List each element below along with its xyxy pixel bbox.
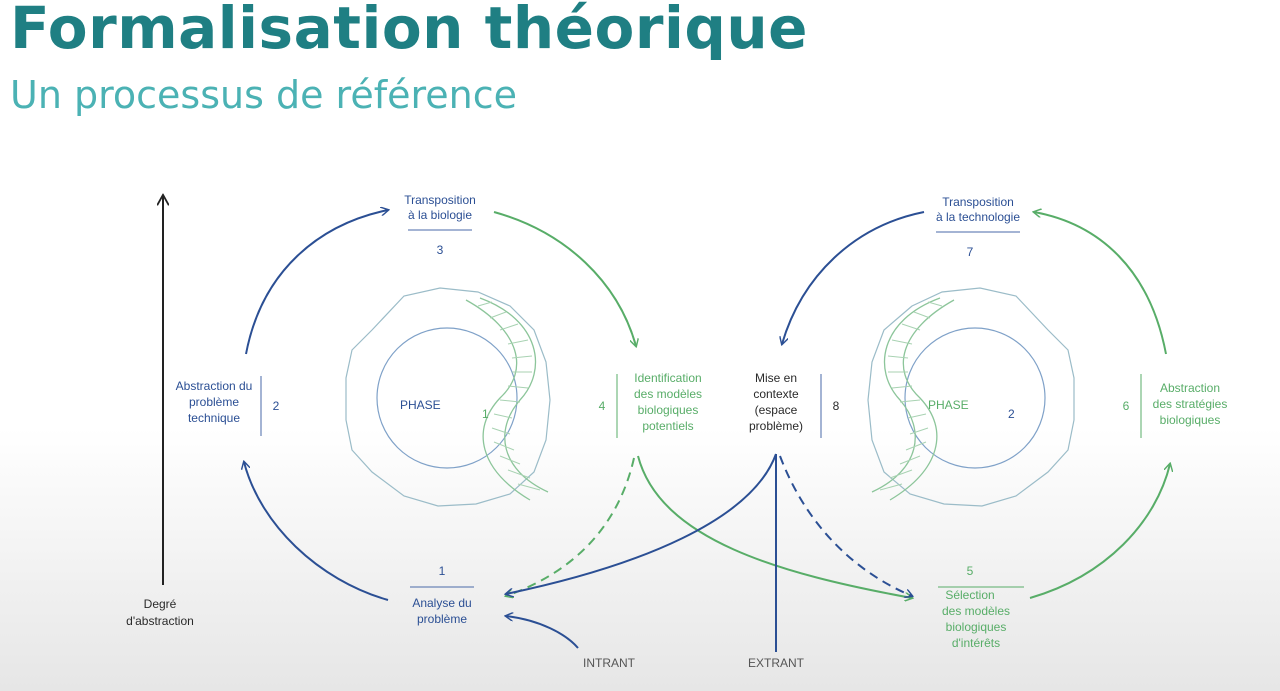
step6-label-line3: biologiques [1160, 413, 1221, 427]
phase2-gear-illustration [867, 287, 1075, 507]
phase2-label: PHASE [928, 398, 969, 412]
step1-label-line1: Analyse du [412, 596, 471, 610]
step5-label-line4: d'intérêts [952, 636, 1000, 650]
step7-label-line2: à la technologie [936, 210, 1020, 224]
arrow-6-to-7 [1034, 212, 1167, 355]
intrant-arrow [506, 616, 579, 649]
phase1-label: PHASE [400, 398, 441, 412]
step7-number: 7 [967, 245, 974, 259]
step6-label-line1: Abstraction [1160, 381, 1220, 395]
arrow-1-to-2 [244, 462, 389, 601]
arrow-2-to-3 [245, 210, 388, 355]
step5-number: 5 [967, 564, 974, 578]
step8-number: 8 [833, 399, 840, 413]
arrow-4-to-5 [637, 455, 912, 598]
page-title: Formalisation théorique [10, 0, 808, 62]
step7-label-line1: Transposition [942, 195, 1014, 209]
step4-label-line3: biologiques [638, 403, 699, 417]
step4-label-line2: des modèles [634, 387, 702, 401]
step3-label-line2: à la biologie [408, 208, 472, 222]
step3-label-line1: Transposition [404, 193, 476, 207]
phase1-number: 1 [482, 407, 489, 421]
step4-label-line4: potentiels [642, 419, 693, 433]
arrow-8-to-5-dashed [779, 455, 912, 596]
step3-number: 3 [437, 243, 444, 257]
step5-label-line2: des modèles [942, 604, 1010, 618]
axis-label-line1: Degré [144, 597, 177, 611]
axis-label-line2: d'abstraction [126, 614, 194, 628]
page-subtitle: Un processus de référence [10, 73, 517, 117]
step6-number: 6 [1123, 399, 1130, 413]
step4-number: 4 [599, 399, 606, 413]
arrow-3-to-4 [493, 211, 636, 346]
step2-number: 2 [273, 399, 280, 413]
step5-label-line3: biologiques [946, 620, 1007, 634]
step8-label-line3: (espace [755, 403, 798, 417]
step8-label-line2: contexte [753, 387, 799, 401]
step8-label-line1: Mise en [755, 371, 797, 385]
arrow-8-to-1 [506, 453, 777, 594]
arrow-4-to-1-dashed [506, 457, 635, 596]
phase1-gear-illustration [345, 287, 551, 507]
phase2-number: 2 [1008, 407, 1015, 421]
step6-label-line2: des stratégies [1153, 397, 1228, 411]
step4-label-line1: Identification [634, 371, 701, 385]
step5-label-line1: Sélection [945, 588, 994, 602]
step2-label-line3: technique [188, 411, 240, 425]
extrant-label: EXTRANT [748, 656, 805, 670]
step1-number: 1 [439, 564, 446, 578]
arrow-5-to-6 [1029, 464, 1170, 599]
step2-label-line1: Abstraction du [176, 379, 253, 393]
step8-label-line4: problème) [749, 419, 803, 433]
step1-label-line2: problème [417, 612, 467, 626]
intrant-label: INTRANT [583, 656, 636, 670]
arrow-7-to-8 [782, 211, 925, 344]
step2-label-line2: problème [189, 395, 239, 409]
